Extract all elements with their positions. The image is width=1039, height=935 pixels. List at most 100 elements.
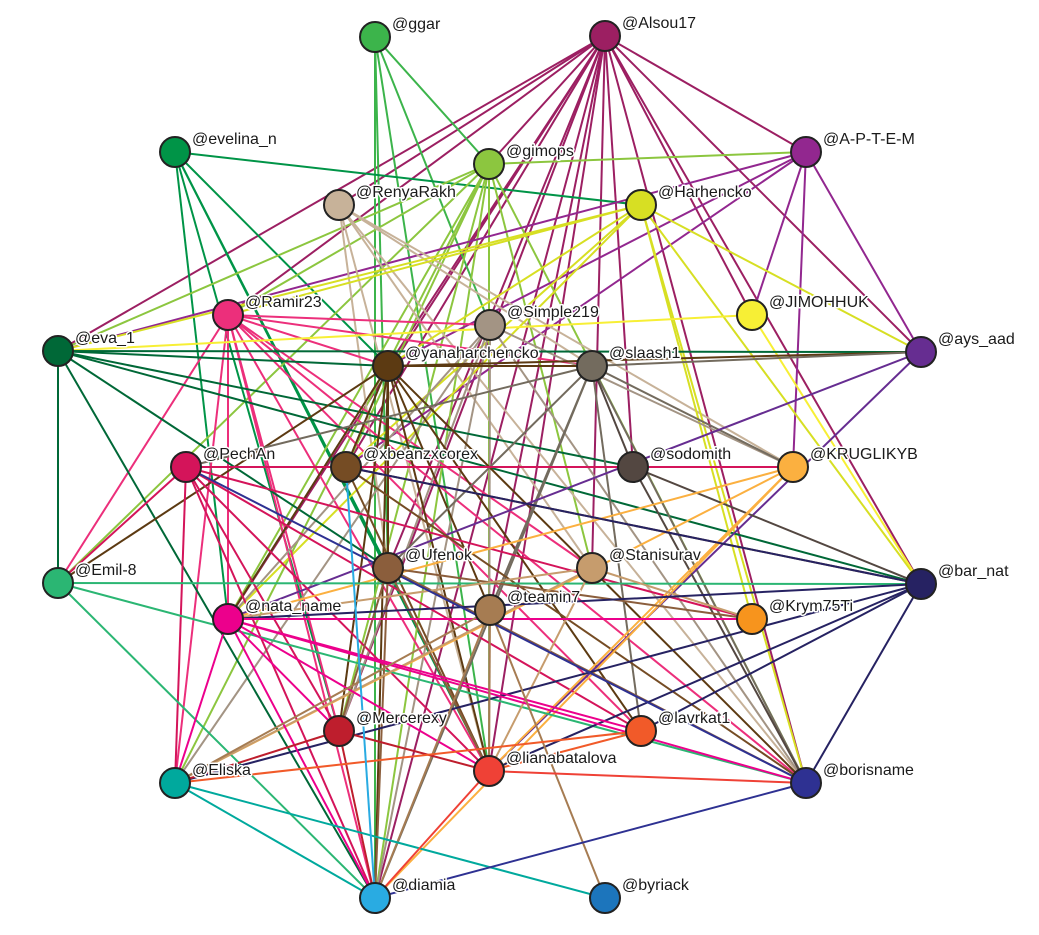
node-circle-slaash1[interactable] — [576, 350, 608, 382]
node-circle-mercerexy[interactable] — [323, 715, 355, 747]
node-circle-yanaharchencko[interactable] — [372, 350, 404, 382]
node-label-krym75ti: @Krym75Ti — [769, 598, 853, 615]
node-teamin7[interactable]: @teamin7 — [474, 588, 582, 626]
edge-nata_name-borisname — [227, 618, 807, 784]
edge-slaash1-teamin7 — [489, 365, 593, 611]
node-circle-eva_1[interactable] — [42, 335, 74, 367]
node-circle-krym75ti[interactable] — [736, 603, 768, 635]
node-circle-teamin7[interactable] — [474, 594, 506, 626]
edge-bar_nat-xbeanzxcorex — [345, 466, 922, 585]
node-circle-ufenok[interactable] — [372, 552, 404, 584]
edge-yanaharchencko-diamia — [374, 365, 389, 899]
edge-sodomith-borisname — [632, 466, 807, 784]
node-circle-byriack[interactable] — [589, 882, 621, 914]
node-simple219[interactable]: @Simple219 — [474, 303, 600, 341]
node-circle-sodomith[interactable] — [617, 451, 649, 483]
node-circle-stanisurav[interactable] — [576, 552, 608, 584]
node-apterm[interactable]: @A-P-T-E-M — [790, 130, 916, 168]
node-nata_name[interactable]: @nata_name — [212, 597, 343, 635]
edge-evelina_n-ufenok — [174, 151, 389, 569]
edge-ramir23-emil8 — [57, 314, 229, 584]
node-kruglikyb[interactable]: @KRUGLIKYB — [777, 445, 919, 483]
node-ggar[interactable]: @ggar — [359, 15, 442, 53]
node-ramir23[interactable]: @Ramir23 — [212, 293, 323, 331]
node-circle-evelina_n[interactable] — [159, 136, 191, 168]
node-ays_aad[interactable]: @ays_aad — [905, 330, 1016, 368]
node-circle-eliska[interactable] — [159, 767, 191, 799]
edge-gimops-eva_1 — [57, 163, 490, 352]
node-circle-diamia[interactable] — [359, 882, 391, 914]
node-circle-xbeanzxcorex[interactable] — [330, 451, 362, 483]
node-borisname[interactable]: @borisname — [790, 761, 916, 799]
edge-sodomith-bar_nat — [632, 466, 922, 585]
node-pechan[interactable]: @PechAn — [170, 445, 277, 483]
node-yanaharchencko[interactable]: @yanaharchencko — [372, 344, 540, 382]
node-circle-lavrkat1[interactable] — [625, 715, 657, 747]
node-sodomith[interactable]: @sodomith — [617, 445, 733, 483]
node-circle-nata_name[interactable] — [212, 603, 244, 635]
node-circle-ramir23[interactable] — [212, 299, 244, 331]
edge-nata_name-eliska — [174, 618, 229, 784]
node-circle-pechan[interactable] — [170, 451, 202, 483]
node-mercerexy[interactable]: @Mercerexy — [323, 709, 448, 747]
node-circle-simple219[interactable] — [474, 309, 506, 341]
node-circle-apterm[interactable] — [790, 136, 822, 168]
edge-yanaharchencko-emil8 — [57, 365, 389, 584]
node-circle-renyarakh[interactable] — [323, 189, 355, 221]
node-xbeanzxcorex[interactable]: @xbeanzxcorex — [330, 445, 479, 483]
node-circle-kruglikyb[interactable] — [777, 451, 809, 483]
node-circle-harhencko[interactable] — [625, 189, 657, 221]
node-label-emil8: @Emil-8 — [75, 562, 137, 579]
node-label-lianabatalova: @lianabatalova — [506, 750, 617, 767]
node-circle-emil8[interactable] — [42, 567, 74, 599]
node-circle-ays_aad[interactable] — [905, 336, 937, 368]
node-lianabatalova[interactable]: @lianabatalova — [473, 749, 618, 787]
node-harhencko[interactable]: @Harhencko — [625, 183, 753, 221]
node-stanisurav[interactable]: @Stanisurav — [576, 546, 702, 584]
node-circle-gimops[interactable] — [473, 148, 505, 180]
node-circle-bar_nat[interactable] — [905, 568, 937, 600]
edge-yanaharchencko-ays_aad — [387, 351, 922, 367]
node-circle-alsou17[interactable] — [589, 20, 621, 52]
edge-lianabatalova-diamia — [374, 770, 490, 899]
node-eva_1[interactable]: @eva_1 — [42, 329, 136, 367]
edge-eliska-byriack — [174, 782, 606, 899]
node-gimops[interactable]: @gimops — [473, 142, 575, 180]
node-alsou17[interactable]: @Alsou17 — [589, 14, 698, 52]
node-slaash1[interactable]: @slaash1 — [576, 344, 682, 382]
node-circle-ggar[interactable] — [359, 21, 391, 53]
node-ufenok[interactable]: @Ufenok — [372, 546, 474, 584]
edge-mercerexy-diamia — [338, 730, 376, 899]
node-bar_nat[interactable]: @bar_nat — [905, 562, 1011, 600]
node-eliska[interactable]: @Eliska — [159, 761, 253, 799]
node-jimohhuk[interactable]: @JIMOHHUK — [736, 293, 871, 331]
edge-mercerexy-eliska — [174, 730, 340, 784]
edge-sodomith-slaash1 — [591, 365, 634, 468]
node-evelina_n[interactable]: @evelina_n — [159, 130, 278, 168]
node-label-eliska: @Eliska — [192, 762, 251, 779]
edge-ggar-lianabatalova — [374, 36, 490, 772]
edge-kruglikyb-nata_name — [227, 466, 794, 620]
node-byriack[interactable]: @byriack — [589, 876, 691, 914]
edge-renyarakh-ufenok — [338, 204, 389, 569]
node-circle-lianabatalova[interactable] — [473, 755, 505, 787]
node-emil8[interactable]: @Emil-8 — [42, 561, 138, 599]
edge-gimops-xbeanzxcorex — [345, 163, 490, 468]
node-label-yanaharchencko: @yanaharchencko — [405, 345, 539, 362]
node-label-xbeanzxcorex: @xbeanzxcorex — [363, 446, 478, 463]
edge-pechan-diamia — [185, 466, 376, 899]
node-lavrkat1[interactable]: @lavrkat1 — [625, 709, 732, 747]
edge-stanisurav-krym75ti — [591, 567, 753, 620]
node-circle-borisname[interactable] — [790, 767, 822, 799]
edge-eliska-diamia — [174, 782, 376, 899]
node-circle-jimohhuk[interactable] — [736, 299, 768, 331]
node-renyarakh[interactable]: @RenyaRakh — [323, 183, 457, 221]
edge-lavrkat1-lianabatalova — [488, 730, 642, 772]
edge-ramir23-slaash1 — [227, 314, 593, 367]
edge-pechan-krym75ti — [185, 466, 753, 620]
node-label-kruglikyb: @KRUGLIKYB — [810, 446, 918, 463]
node-krym75ti[interactable]: @Krym75Ti — [736, 597, 855, 635]
edge-alsou17-sodomith — [604, 35, 634, 468]
node-diamia[interactable]: @diamia — [359, 876, 457, 914]
node-label-sodomith: @sodomith — [650, 446, 731, 463]
